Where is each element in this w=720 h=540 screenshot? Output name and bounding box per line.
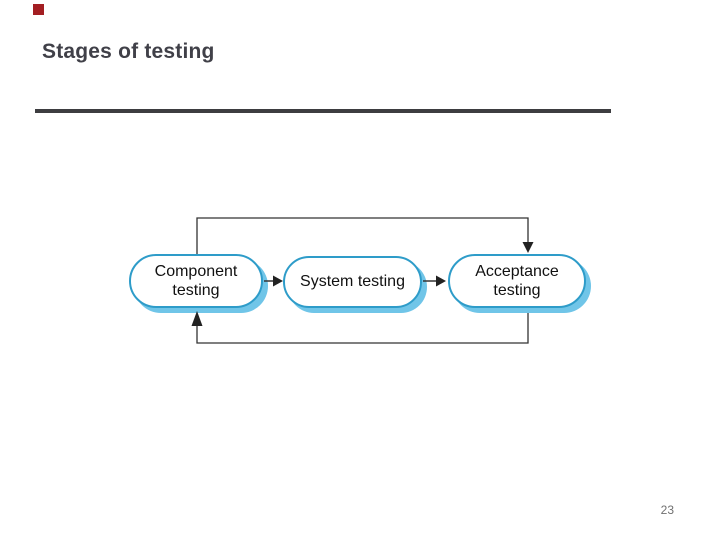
arrow-up-icon: [191, 311, 203, 326]
arrow-down-icon: [522, 242, 534, 253]
arrow-right-icon: [436, 275, 446, 287]
feedback-line-bottom: [196, 313, 529, 344]
title-underline: [35, 109, 611, 113]
page-number: 23: [660, 503, 674, 517]
feedback-line-top: [196, 217, 529, 254]
accent-square: [33, 4, 44, 15]
page-title: Stages of testing: [42, 40, 215, 63]
node-system-testing: System testing: [283, 256, 422, 308]
node-component-testing: Component testing: [129, 254, 263, 308]
node-acceptance-testing: Acceptance testing: [448, 254, 586, 308]
arrow-right-icon: [273, 275, 283, 287]
